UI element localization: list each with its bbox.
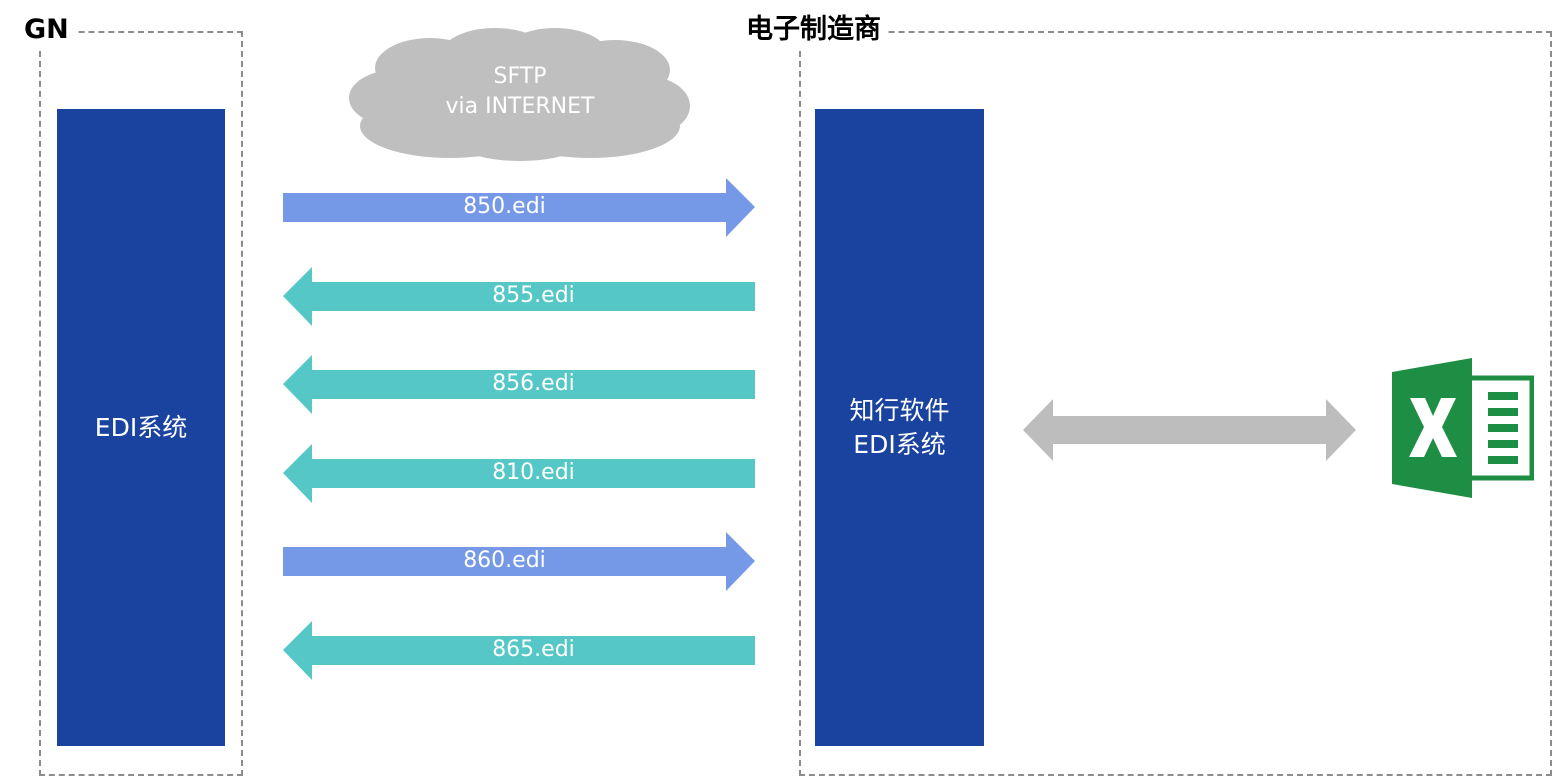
- flow-label: 856.edi: [492, 371, 575, 396]
- flow-arrow-860: 860.edi: [283, 532, 755, 592]
- flow-arrow-810: 810.edi: [283, 444, 755, 504]
- manufacturer-system-line2: EDI系统: [853, 429, 946, 459]
- flow-label: 860.edi: [463, 548, 546, 573]
- arrow-left-icon: [283, 355, 755, 414]
- arrow-right-icon: [283, 532, 755, 591]
- flow-arrow-850: 850.edi: [283, 178, 755, 238]
- gn-edi-system: EDI系统: [57, 109, 225, 746]
- cloud-line1: SFTP: [493, 64, 547, 89]
- cloud-icon: [349, 28, 690, 161]
- flow-label: 850.edi: [463, 194, 546, 219]
- arrow-right-icon: [283, 178, 755, 237]
- gn-edi-system-label: EDI系统: [94, 412, 188, 442]
- sftp-cloud: SFTP via INTERNET: [340, 18, 700, 168]
- flow-label: 855.edi: [492, 283, 575, 308]
- excel-link-arrow: [1023, 399, 1356, 461]
- gn-title: GN: [18, 13, 75, 47]
- manufacturer-frame: [799, 31, 1552, 776]
- double-arrow-icon: [1023, 399, 1356, 461]
- arrow-left-icon: [283, 267, 755, 326]
- flow-label: 810.edi: [492, 460, 575, 485]
- arrow-left-icon: [283, 621, 755, 680]
- manufacturer-system-line1: 知行软件: [849, 395, 950, 425]
- flow-label: 865.edi: [492, 637, 575, 662]
- cloud-line2: via INTERNET: [445, 94, 595, 119]
- arrow-left-icon: [283, 444, 755, 503]
- manufacturer-edi-system: 知行软件 EDI系统: [815, 109, 984, 746]
- excel-icon: [1392, 358, 1535, 498]
- flow-arrow-855: 855.edi: [283, 267, 755, 327]
- gn-frame: [39, 31, 243, 776]
- flow-arrow-856: 856.edi: [283, 355, 755, 415]
- manufacturer-title: 电子制造商: [740, 13, 887, 47]
- flow-arrow-865: 865.edi: [283, 621, 755, 681]
